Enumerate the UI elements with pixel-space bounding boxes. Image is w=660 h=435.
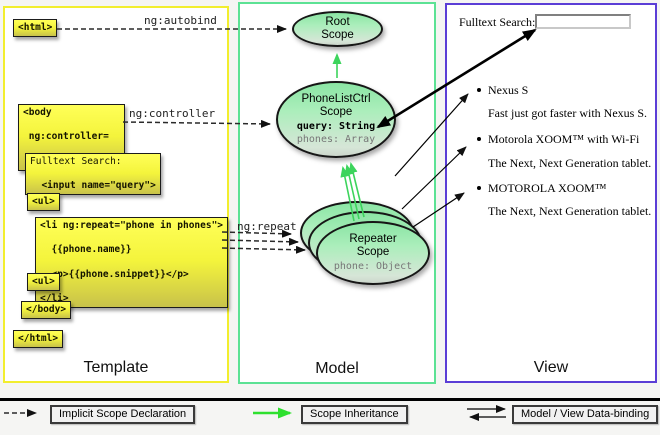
scope-title-line: Scope (319, 105, 353, 118)
code-line: <li ng:repeat="phone in phones"> (40, 220, 224, 231)
legend-model-view-data-binding: Model / View Data-binding (512, 405, 659, 424)
bullet-icon (477, 186, 481, 190)
html-open-tag-box: <html> (13, 19, 58, 38)
ul-open-tag-box: <ul> (27, 193, 60, 212)
template-column-label: Template (83, 359, 149, 376)
model-column-label: Model (315, 360, 359, 377)
ng-controller-label: ng:controller (129, 107, 216, 120)
fulltext-search-input[interactable] (535, 14, 631, 29)
view-item-snippet: The Next, Next Generation tablet. (488, 204, 652, 218)
legend-separator-line (0, 398, 660, 401)
view-item-snippet: The Next, Next Generation tablet. (488, 156, 652, 170)
code-line: <p>{{phone.snippet}}</p> (40, 268, 189, 280)
scope-title-line: Scope (321, 29, 354, 41)
ul-close-tag-box: <ul> (27, 273, 60, 292)
scope-title-line: Scope (356, 245, 390, 258)
view-item-title: MOTOROLA XOOM™ (488, 181, 607, 195)
code-line: </li> (40, 292, 69, 304)
fulltext-search-code-box: Fulltext Search: <input name="query"> (25, 153, 161, 196)
view-item-snippet: Fast just got faster with Nexus S. (488, 106, 647, 120)
code-line: {{phone.name}} (40, 244, 132, 256)
scope-title-line: Root (325, 16, 350, 29)
root-scope-ellipse: Root Scope (292, 11, 383, 47)
view-item-title: Motorola XOOM™ with Wi-Fi (488, 132, 640, 146)
view-column-label: View (533, 359, 569, 376)
ng-repeat-label: ng:repeat (237, 220, 297, 233)
code-line: Fulltext Search: (30, 156, 122, 167)
ng-autobind-label: ng:autobind (144, 14, 217, 27)
phonelistctrl-scope-ellipse: PhoneListCtrl Scope query: String phones… (276, 81, 396, 158)
body-close-tag-box: </body> (21, 301, 72, 320)
scope-property-phones: phones: Array (296, 133, 376, 145)
legend-double-arrow (467, 405, 506, 421)
repeater-scope-ellipse-front: Repeater Scope phone: Object (316, 221, 430, 285)
view-search-label: Fulltext Search: (459, 15, 536, 29)
li-repeat-code-box: <li ng:repeat="phone in phones"> {{phone… (35, 217, 229, 309)
scope-title: Repeater Scope (349, 233, 396, 259)
scope-property-query: query: String (296, 121, 376, 133)
html-close-tag-box: </html> (13, 330, 64, 349)
scope-title-line: PhoneListCtrl (301, 92, 371, 105)
code-line: ng:controller= (23, 131, 109, 143)
bullet-icon (477, 88, 481, 92)
scope-title: PhoneListCtrl Scope (301, 93, 370, 119)
scope-property-phone: phone: Object (333, 260, 413, 272)
code-line: <body (23, 107, 52, 118)
bullet-icon (477, 137, 481, 141)
code-line: <input name="query"> (30, 180, 156, 192)
scope-title: Root Scope (321, 16, 354, 42)
model-column: Model (238, 2, 436, 384)
view-item-title: Nexus S (488, 83, 529, 97)
legend-implicit-scope-declaration: Implicit Scope Declaration (50, 405, 196, 424)
legend-scope-inheritance: Scope Inheritance (301, 405, 408, 424)
scope-title-line: Repeater (349, 232, 397, 245)
